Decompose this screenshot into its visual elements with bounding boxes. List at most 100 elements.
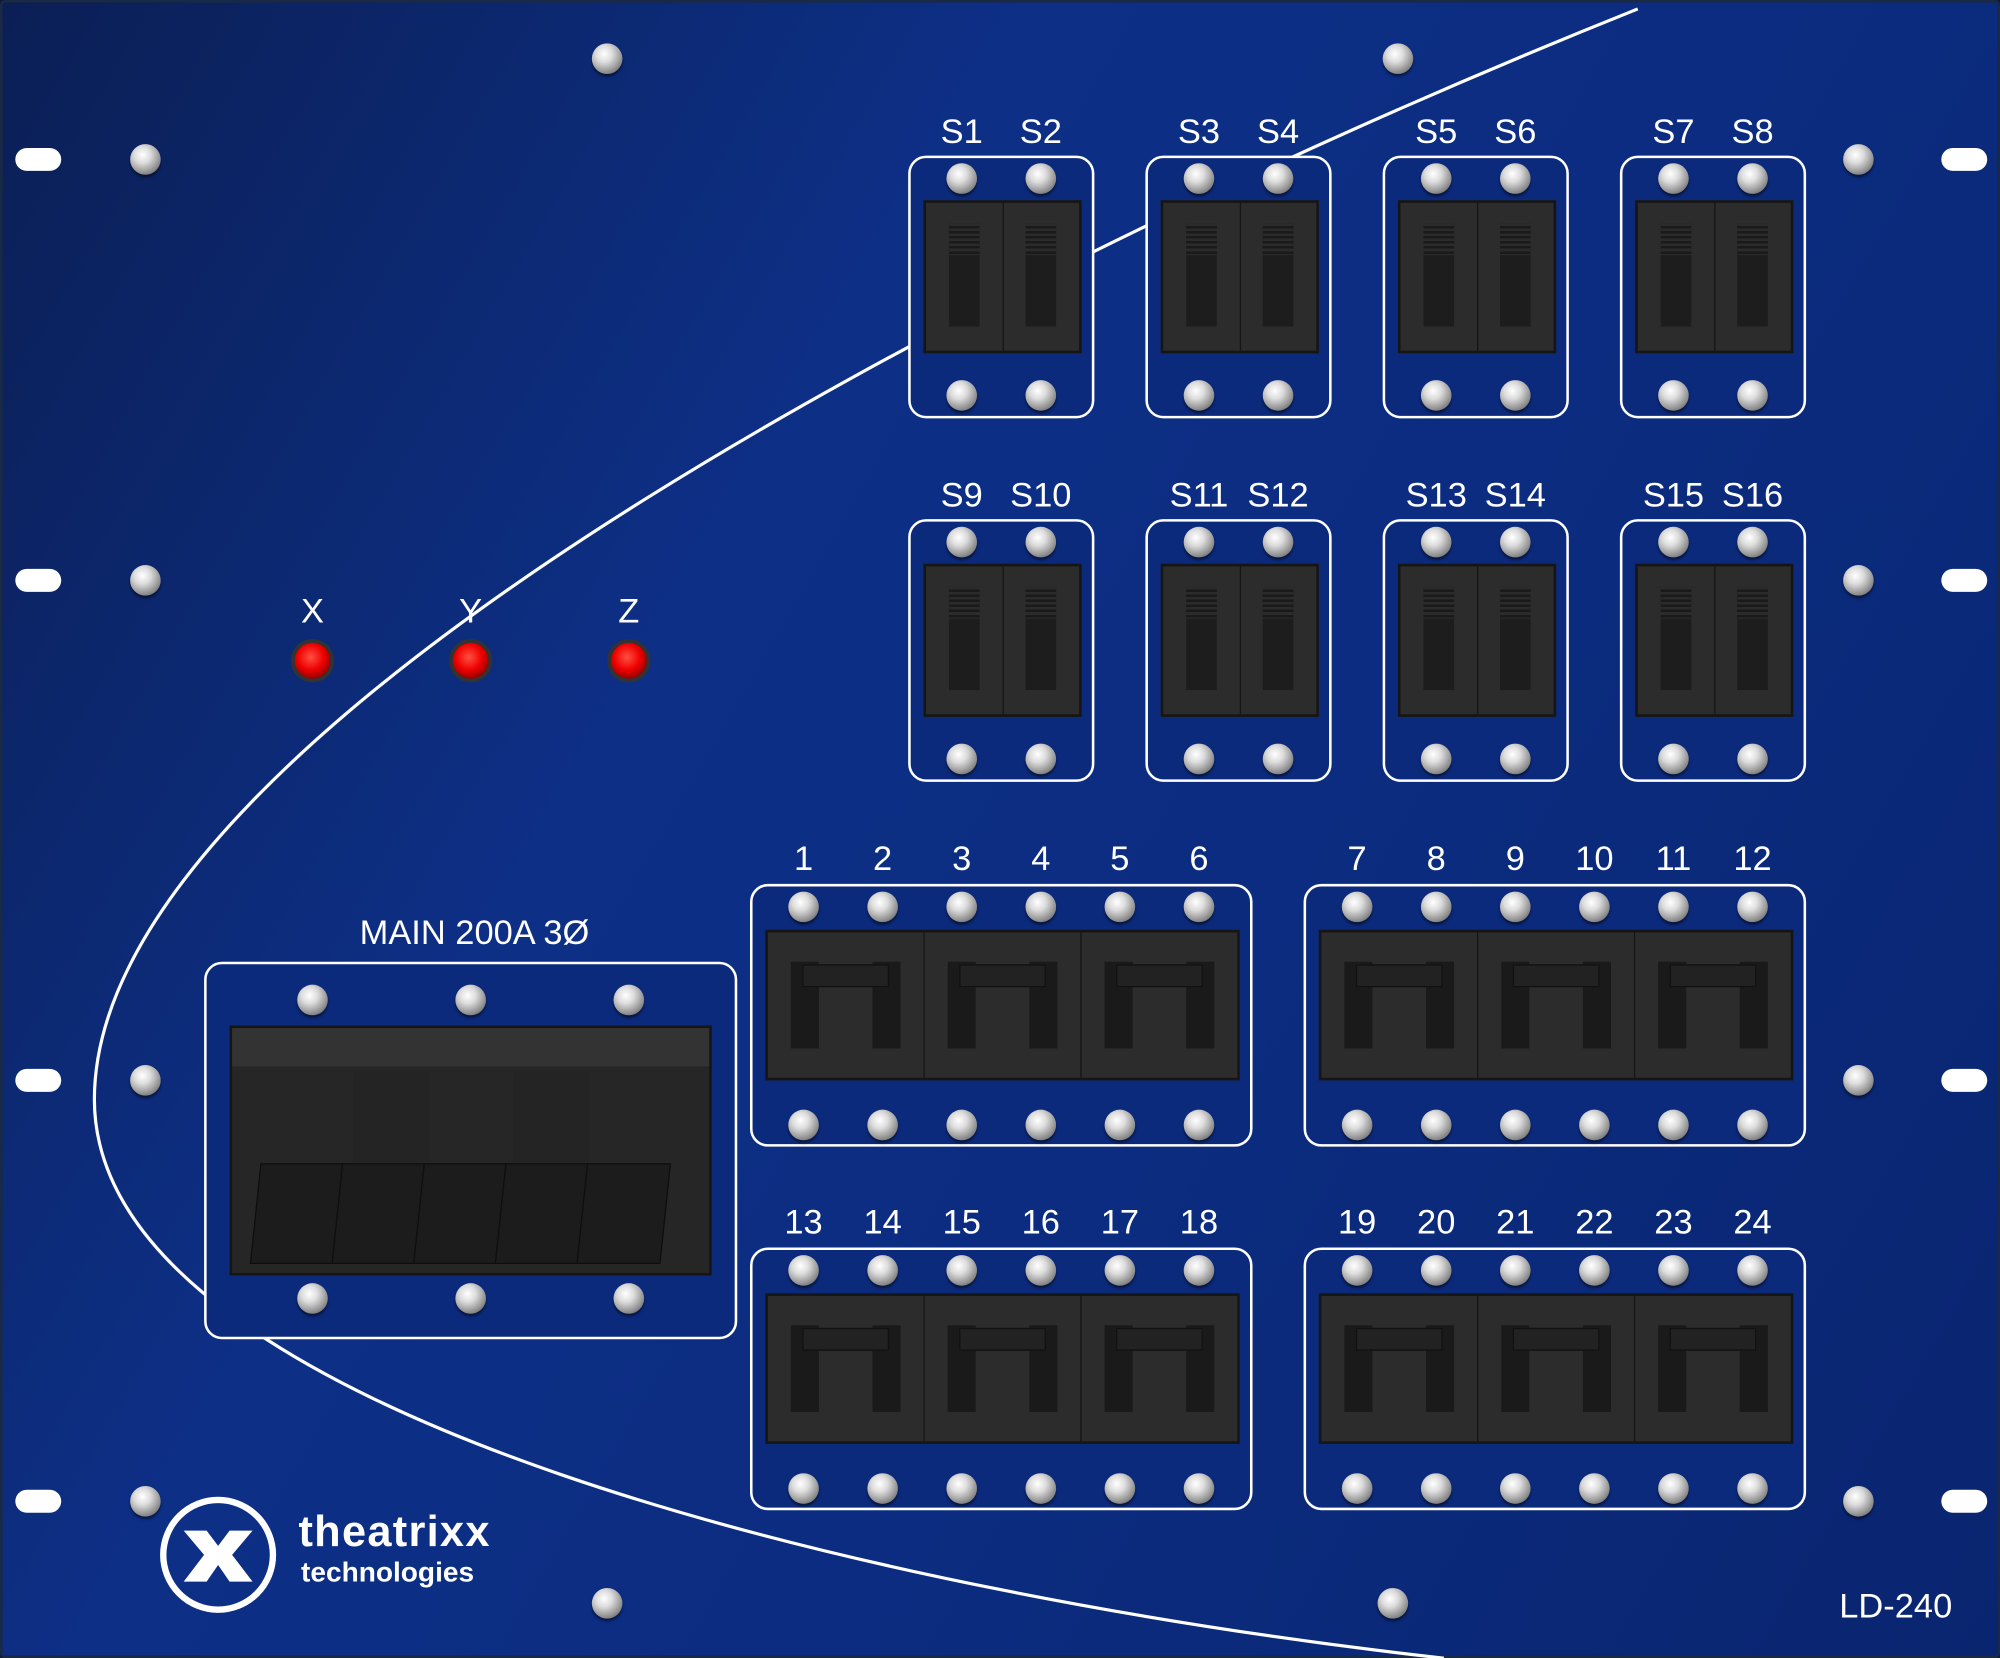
breaker-handle[interactable] [958,1327,1047,1351]
toggle-switch-s4[interactable] [1240,203,1316,351]
circuit-breaker[interactable] [1082,932,1238,1077]
screw-icon [1499,891,1531,923]
toggle-lever[interactable] [1737,587,1769,691]
breaker-handle[interactable] [958,964,1047,988]
brand-name: theatrixx [298,1507,491,1557]
toggle-lever[interactable] [1500,223,1531,328]
toggle-lever[interactable] [1737,223,1769,328]
screw-icon [1499,380,1531,411]
switch-group [1145,519,1332,782]
toggle-switch-s9[interactable] [926,566,1004,715]
toggle-lever[interactable] [1185,587,1217,691]
switch-group [1382,155,1569,419]
switch-label: S14 [1484,475,1546,515]
screw-icon [1025,1109,1057,1141]
screw-icon [788,1109,819,1141]
breaker-handle[interactable] [1669,1327,1757,1351]
toggle-lever[interactable] [1500,587,1531,691]
screw-icon [1843,1065,1874,1096]
screw-icon [1104,1255,1136,1286]
screw-icon [1183,163,1215,194]
toggle-lever[interactable] [1660,223,1691,328]
toggle-switch-s6[interactable] [1478,203,1554,351]
screw-icon [1183,1255,1215,1286]
breaker-handle[interactable] [1669,964,1757,988]
breaker-handle[interactable] [1512,1327,1600,1351]
toggle-switch-s2[interactable] [1003,203,1079,351]
circuit-breaker[interactable] [1478,932,1636,1078]
toggle-switch-s14[interactable] [1478,566,1554,714]
screw-icon [1420,1109,1452,1141]
screw-icon [1499,526,1531,558]
toggle-switch-s15[interactable] [1638,566,1715,715]
breaker-handle[interactable] [1512,964,1600,988]
screw-icon [1499,1473,1531,1504]
toggle-switch-s5[interactable] [1400,202,1478,351]
screw-icon [1658,891,1689,923]
screw-icon [1658,743,1689,775]
screw-icon [455,1283,486,1314]
toggle-switch-s12[interactable] [1240,566,1316,714]
screw-icon [1382,43,1414,74]
rack-mount-slot [15,568,62,592]
screw-icon [946,891,978,923]
screw-icon [1025,163,1057,194]
screw-icon [1104,1109,1136,1141]
screw-icon [1183,891,1215,923]
toggle-switch-s16[interactable] [1715,566,1791,714]
breaker-group [1303,883,1807,1147]
breaker-handle[interactable] [1115,964,1204,988]
screw-icon [946,1473,978,1504]
breaker-handle[interactable] [802,964,890,988]
screw-icon [1183,380,1215,411]
screw-icon [946,526,978,558]
circuit-breaker[interactable] [768,1295,925,1442]
rack-mount-slot [1941,1068,1988,1092]
toggle-lever[interactable] [1263,587,1294,691]
toggle-switch-s3[interactable] [1163,202,1241,351]
breaker-handle[interactable] [1115,1327,1204,1351]
toggle-lever[interactable] [1025,587,1057,691]
circuit-breaker[interactable] [925,932,1082,1078]
toggle-switch-s11[interactable] [1163,566,1241,715]
toggle-switch-s1[interactable] [926,202,1004,351]
breaker-label: 22 [1575,1202,1614,1242]
toggle-lever[interactable] [1263,223,1294,328]
toggle-switch-s10[interactable] [1003,566,1079,714]
circuit-breaker[interactable] [925,1295,1082,1442]
toggle-lever[interactable] [1185,223,1217,328]
breaker-handle[interactable] [1355,964,1443,988]
breaker-handle[interactable] [1355,1327,1443,1351]
circuit-breaker[interactable] [1635,932,1791,1077]
toggle-switch-s7[interactable] [1638,202,1715,351]
breaker-label: 16 [1021,1202,1060,1242]
circuit-breaker[interactable] [1082,1296,1238,1441]
toggle-lever[interactable] [1660,587,1691,691]
toggle-lever[interactable] [1423,223,1454,328]
main-breaker[interactable] [229,1025,712,1276]
screw-icon [788,1473,819,1504]
breaker-label: 2 [873,839,893,878]
circuit-breaker[interactable] [1635,1296,1791,1441]
toggle-lever[interactable] [1423,587,1454,691]
toggle-switch-s8[interactable] [1715,203,1791,351]
screw-icon [1499,163,1531,194]
breaker-label: 19 [1337,1202,1377,1242]
toggle-lever[interactable] [948,587,980,691]
screw-icon [1262,743,1294,775]
circuit-breaker[interactable] [1478,1295,1636,1442]
switch-label: S1 [940,112,983,151]
circuit-breaker[interactable] [1321,932,1479,1078]
breaker-handle[interactable] [802,1327,890,1351]
toggle-lever[interactable] [1025,223,1057,328]
breaker-label: 13 [784,1202,823,1242]
screw-icon [1420,380,1452,411]
switch-label: S11 [1169,475,1229,515]
screw-icon [946,743,978,775]
circuit-breaker[interactable] [768,932,925,1078]
circuit-breaker[interactable] [1321,1295,1479,1442]
toggle-lever[interactable] [948,223,980,328]
toggle-switch-s13[interactable] [1400,566,1478,715]
switch-label: S10 [1010,475,1072,515]
screw-icon [1341,891,1373,923]
